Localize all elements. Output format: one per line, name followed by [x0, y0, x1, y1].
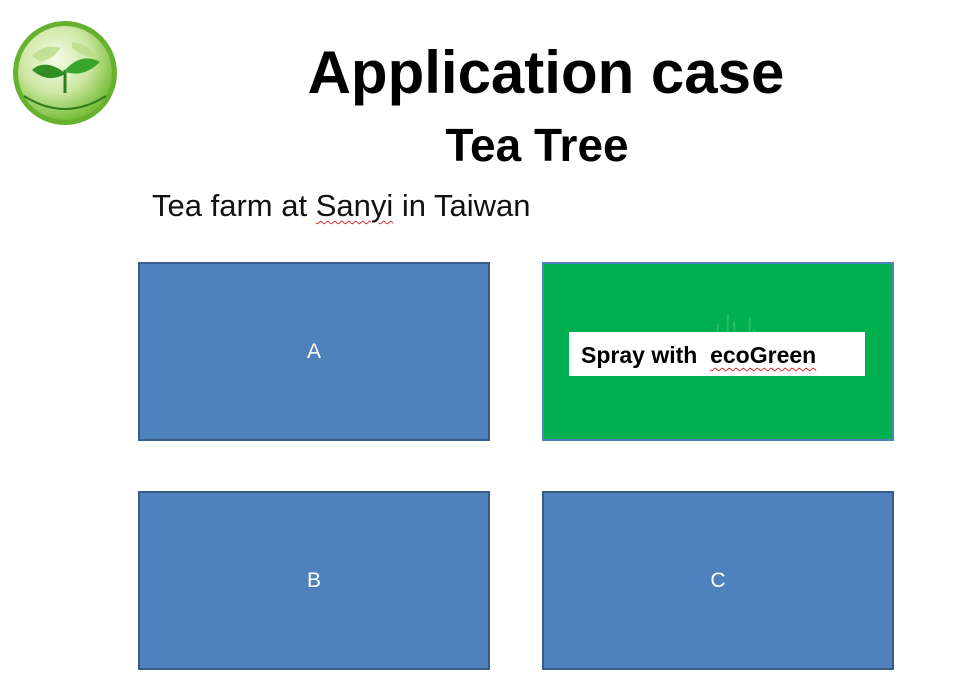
spray-prefix: Spray with: [581, 342, 711, 368]
spray-product: ecoGreen: [710, 342, 817, 368]
page-title: Application case: [307, 39, 785, 106]
panel-c: C: [542, 491, 894, 670]
panel-b-label: B: [306, 568, 321, 592]
panel-a-label: A: [306, 339, 321, 363]
caption-before: Tea farm at: [152, 188, 316, 223]
caption-text: Tea farm at Sanyi in Taiwan: [152, 188, 531, 224]
panel-spray: Spray with ecoGreen: [542, 262, 894, 441]
caption-after: in Taiwan: [393, 188, 531, 223]
panel-b: B: [138, 491, 490, 670]
page-subtitle: Tea Tree: [445, 119, 629, 171]
panel-a: A: [138, 262, 490, 441]
spray-label: Spray with ecoGreen: [569, 332, 865, 376]
caption-place: Sanyi: [315, 188, 394, 223]
globe-leaf-icon: [13, 21, 117, 125]
wintern-logo: [10, 18, 120, 128]
panel-c-label: C: [710, 568, 726, 592]
